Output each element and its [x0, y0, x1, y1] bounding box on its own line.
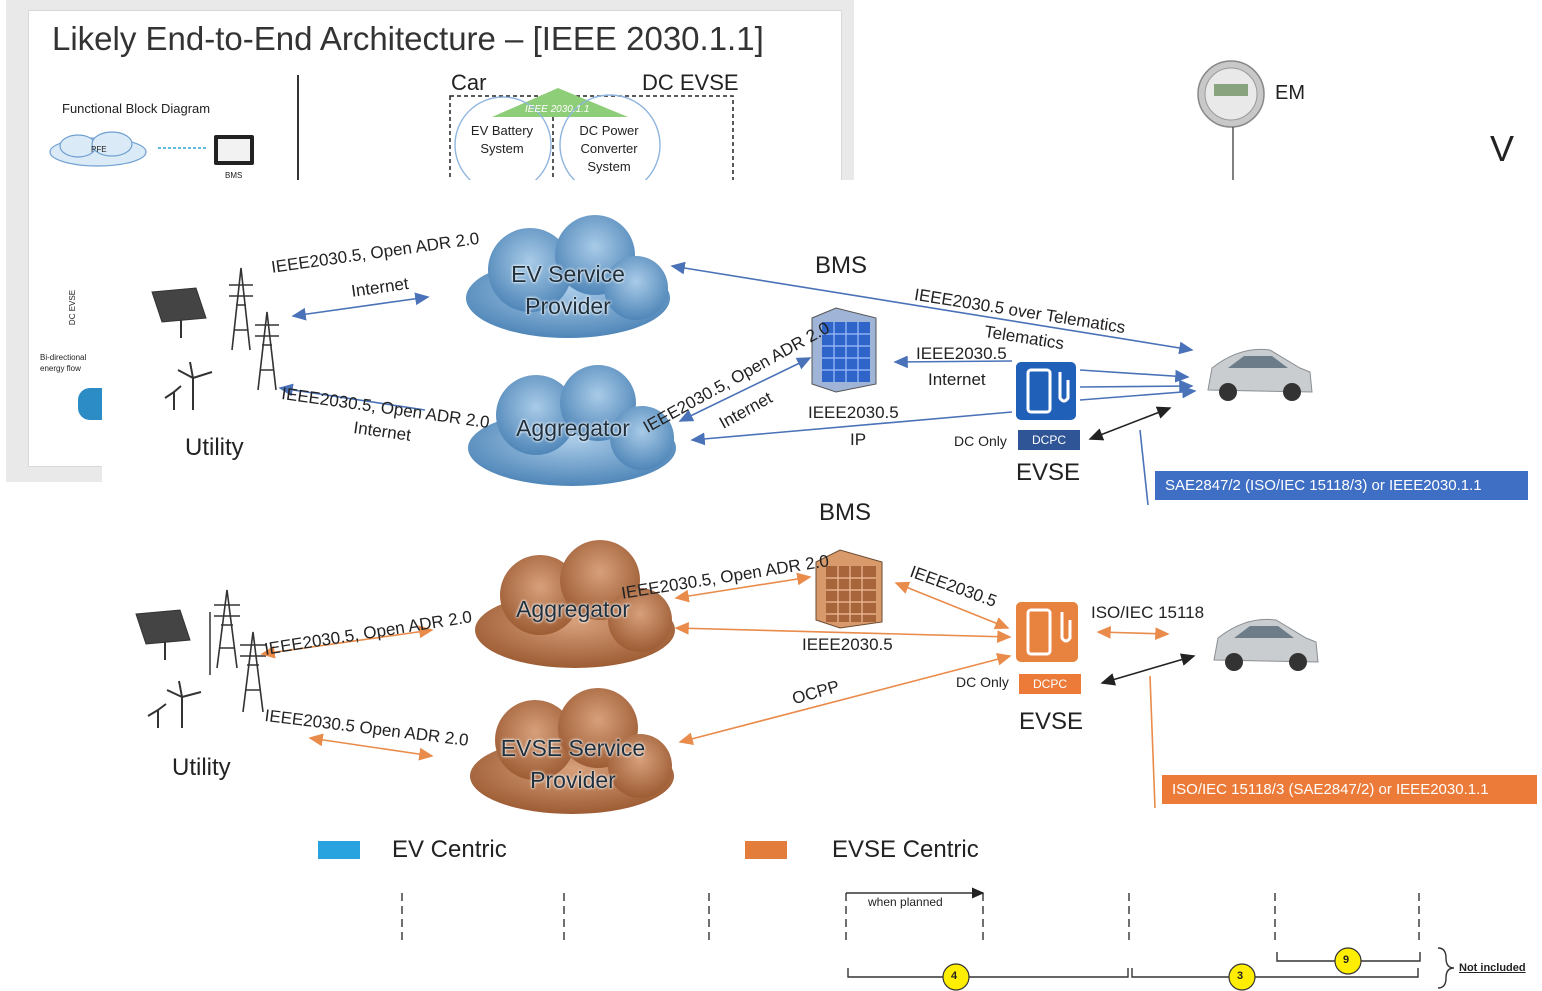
dc-evse-label: DC EVSE: [642, 70, 739, 95]
v-letter: V: [1490, 128, 1515, 169]
aggregator-cloud-ev: [468, 365, 676, 486]
bms-label-ev: BMS: [815, 252, 868, 279]
marker-3: 3: [1237, 970, 1244, 982]
functional-block-diagram-label: Functional Block Diagram: [62, 101, 211, 116]
dc-only-label-evse: DC Only: [956, 674, 1009, 690]
pfe-label: PFE: [91, 145, 107, 154]
aggregator-cloud-evse: [475, 540, 675, 668]
dcpc-badge-ev: DCPC: [1018, 430, 1081, 450]
bms-small-label: BMS: [225, 171, 243, 180]
car-image-bottom: [1213, 618, 1319, 671]
link-ip-sub: IP: [850, 430, 867, 449]
ieee-triangle-label: IEEE 2030.1.1: [525, 104, 590, 115]
when-planned-label: when planned: [868, 895, 943, 909]
utility-label-evse: Utility: [172, 754, 231, 781]
marker-4: 4: [951, 970, 958, 982]
dc-only-label-ev: DC Only: [954, 433, 1007, 449]
link-ip-label: IEEE2030.5: [808, 403, 899, 422]
marker-9: 9: [1343, 954, 1350, 966]
evse-label-evse: EVSE: [1019, 708, 1084, 735]
link-bms-evse-label: IEEE2030.5: [916, 344, 1007, 363]
wind-turbine-icon: [164, 361, 213, 410]
divider-line: [297, 75, 299, 181]
ev-service-provider-label: EV Service Provider: [511, 261, 625, 319]
evse-protocol-box: ISO/IEC 15118/3 (SAE2847/2) or IEEE2030.…: [1162, 775, 1537, 804]
power-tower-icon-bottom: [214, 589, 266, 713]
link-evse-car-label: ISO/IEC 15118: [1091, 603, 1205, 622]
utility-label-ev: Utility: [185, 434, 244, 461]
evse-service-provider-cloud: [470, 688, 674, 814]
legend-ev-centric: EV Centric: [392, 836, 507, 863]
link-bms-evse-sub: Internet: [928, 370, 986, 389]
dcpc-badge-evse: DCPC: [1019, 674, 1082, 694]
car-label: Car: [451, 70, 487, 95]
not-included-label: Not included: [1459, 962, 1526, 974]
small-car-image: [78, 388, 102, 420]
legend-swatch-ev: [318, 841, 360, 859]
marker-circles: [942, 947, 1362, 991]
wind-turbine-icon-bottom: [147, 680, 202, 728]
power-tower-icon: [229, 267, 279, 391]
aggregator-label-ev: Aggregator: [516, 415, 630, 441]
link-agg-evse-label: IEEE2030.5: [802, 635, 893, 654]
evse-label-ev: EVSE: [1016, 459, 1081, 486]
evse-charger-icon-blue: [1016, 362, 1076, 420]
solar-panel-icon: [151, 287, 207, 338]
evse-service-provider-label: EVSE Service Provider: [500, 735, 646, 793]
ev-service-provider-cloud: [466, 215, 670, 338]
aggregator-label-evse: Aggregator: [516, 596, 630, 622]
bidirectional-label: Bi-directional energy flow: [40, 353, 87, 373]
solar-panel-icon-bottom: [135, 609, 191, 660]
dc-power-converter-label: DC Power Converter System: [579, 123, 639, 174]
em-label: EM: [1275, 82, 1305, 104]
ev-battery-system-label: EV Battery System: [470, 123, 534, 156]
slide-title: Likely End-to-End Architecture – [IEEE 2…: [52, 20, 764, 57]
car-image-top: [1207, 348, 1313, 401]
bms-building-icon-orange: [815, 549, 883, 629]
legend-evse-centric: EVSE Centric: [832, 836, 979, 863]
evse-charger-icon-orange: [1016, 602, 1078, 662]
legend-swatch-evse: [745, 841, 787, 859]
ev-protocol-box: SAE2847/2 (ISO/IEC 15118/3) or IEEE2030.…: [1155, 471, 1528, 500]
bms-label-evse: BMS: [819, 499, 872, 526]
